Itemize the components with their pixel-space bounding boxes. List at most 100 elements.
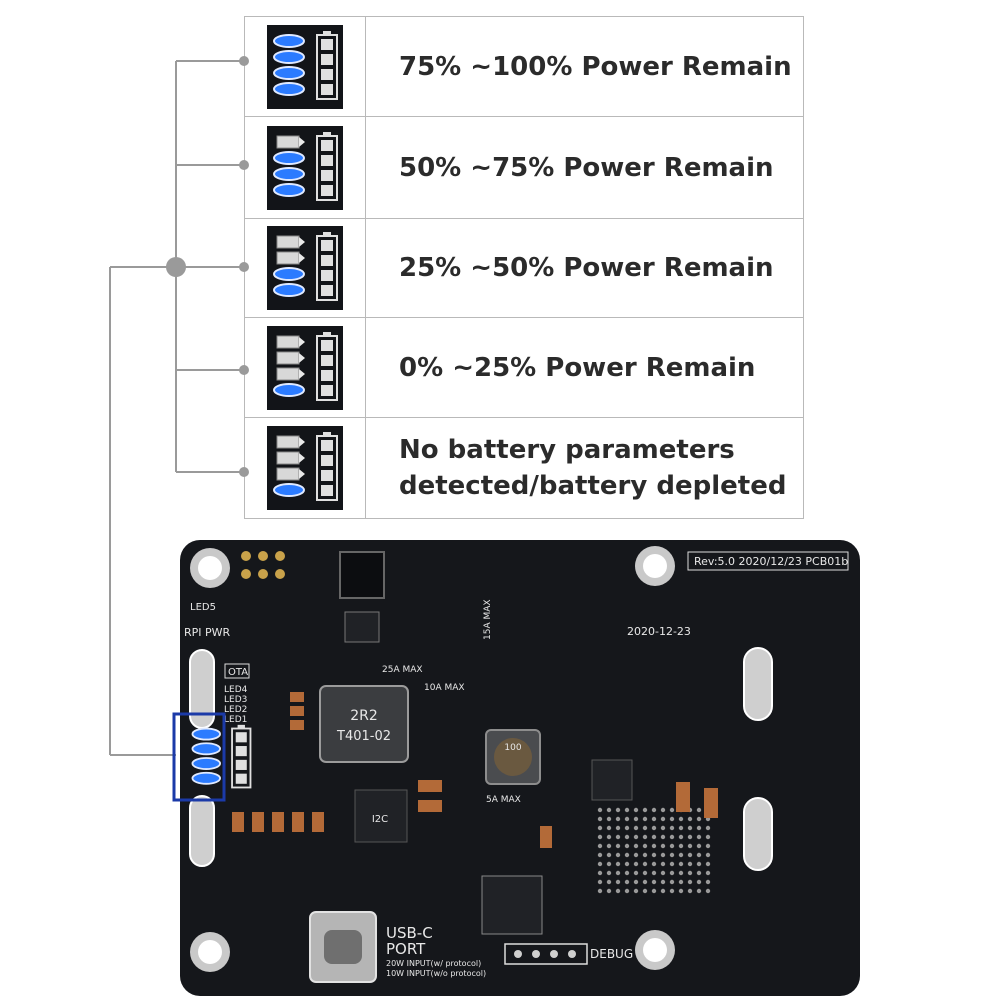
led-off-icon bbox=[276, 451, 305, 465]
gold-pad bbox=[275, 551, 285, 561]
via-dot bbox=[633, 843, 639, 849]
via-dot bbox=[633, 825, 639, 831]
via-dot bbox=[669, 852, 675, 858]
legend-thumb-cell bbox=[245, 418, 366, 518]
via-dot bbox=[651, 861, 657, 867]
via-dot bbox=[651, 852, 657, 858]
via-dot bbox=[642, 870, 648, 876]
led-off-icon bbox=[276, 251, 305, 265]
capacitor bbox=[418, 780, 442, 792]
debug-pin bbox=[568, 950, 576, 958]
via-dot bbox=[642, 852, 648, 858]
led-highlight-box bbox=[172, 712, 226, 802]
via-dot bbox=[597, 888, 603, 894]
via-dot bbox=[615, 870, 621, 876]
via-dot bbox=[696, 825, 702, 831]
led-on-icon bbox=[191, 727, 221, 741]
via-dot bbox=[642, 825, 648, 831]
via-dot bbox=[651, 825, 657, 831]
via-dot bbox=[660, 843, 666, 849]
legend-row-50-75: 50% ~75% Power Remain bbox=[244, 116, 804, 219]
connector-dot bbox=[239, 467, 249, 477]
legend-row-75-100: 75% ~100% Power Remain bbox=[244, 16, 804, 117]
port-note-no-protocol: 10W INPUT(w/o protocol) bbox=[386, 969, 486, 978]
via-dot bbox=[606, 870, 612, 876]
via-dot bbox=[678, 861, 684, 867]
slot-left-top bbox=[189, 649, 215, 729]
rpi-pwr-label: RPI PWR bbox=[184, 626, 231, 639]
led-off-icon bbox=[276, 135, 305, 148]
led-on-icon bbox=[273, 267, 305, 281]
via-dot bbox=[597, 816, 603, 822]
legend-label: No battery parameters detected/battery d… bbox=[399, 432, 793, 504]
via-dot bbox=[669, 870, 675, 876]
led-off-icon bbox=[276, 467, 305, 481]
via-dot bbox=[678, 825, 684, 831]
via-dot bbox=[651, 843, 657, 849]
led-off-icon bbox=[276, 351, 305, 364]
usb-c-opening bbox=[324, 930, 362, 964]
via-dot bbox=[651, 816, 657, 822]
usb-c-label: USB-C bbox=[386, 924, 433, 942]
via-dot bbox=[597, 879, 603, 885]
via-dot bbox=[669, 807, 675, 813]
connector-dots bbox=[166, 56, 249, 477]
led-on-icon bbox=[191, 742, 221, 756]
current-label-5a: 5A MAX bbox=[486, 795, 521, 805]
battery-level-icon bbox=[316, 331, 338, 401]
led-on-icon bbox=[273, 81, 305, 96]
led-on-icon bbox=[273, 283, 305, 297]
legend-row-0-25: 0% ~25% Power Remain bbox=[244, 317, 804, 418]
current-label-25a: 25A MAX bbox=[382, 665, 423, 675]
via-dot bbox=[651, 807, 657, 813]
via-dot bbox=[633, 807, 639, 813]
via-dot bbox=[633, 861, 639, 867]
via-dot bbox=[615, 834, 621, 840]
via-dot bbox=[633, 834, 639, 840]
legend-label-line: 0% ~25% Power Remain bbox=[399, 352, 756, 383]
mount-hole-center bbox=[198, 940, 222, 964]
via-dot bbox=[642, 816, 648, 822]
via-dot bbox=[624, 879, 630, 885]
small-inductor-mark: 100 bbox=[504, 743, 521, 753]
battery-level-icon bbox=[231, 724, 252, 789]
via-dot bbox=[660, 861, 666, 867]
via-dot bbox=[687, 825, 693, 831]
led-thumbnail-4 bbox=[267, 24, 343, 109]
debug-header bbox=[504, 943, 588, 965]
battery-level-icon bbox=[316, 432, 338, 501]
current-label-15a: 15A MAX bbox=[483, 599, 493, 640]
legend-thumb-cell bbox=[245, 219, 366, 317]
via-dot bbox=[642, 843, 648, 849]
capacitor bbox=[272, 812, 284, 832]
via-dot bbox=[624, 807, 630, 813]
via-dot bbox=[705, 834, 711, 840]
via-dot bbox=[669, 861, 675, 867]
via-dot bbox=[651, 879, 657, 885]
tssop-ic bbox=[481, 875, 543, 935]
via-dot bbox=[696, 834, 702, 840]
via-dot bbox=[705, 825, 711, 831]
battery-level-icon bbox=[316, 131, 338, 201]
capacitor bbox=[290, 706, 304, 716]
slot-right-bottom bbox=[743, 797, 773, 871]
revision-box bbox=[687, 551, 849, 571]
via-dot bbox=[597, 861, 603, 867]
pcb-board: 2R2 T401-02 100 I2C USB-C PORT 20W INPUT… bbox=[172, 540, 860, 996]
via-dot bbox=[597, 843, 603, 849]
mcu-ic bbox=[591, 759, 633, 801]
legend-label-line: 75% ~100% Power Remain bbox=[399, 51, 792, 82]
via-dot bbox=[660, 825, 666, 831]
capacitors bbox=[232, 692, 718, 848]
slot-left-bottom bbox=[189, 795, 215, 867]
led-label-2: LED2 bbox=[224, 705, 247, 715]
inductor-mark-bottom: T401-02 bbox=[336, 729, 391, 744]
battery-level-icon bbox=[316, 30, 338, 100]
via-dot bbox=[606, 888, 612, 894]
led-thumbnail-1 bbox=[267, 325, 343, 410]
led-off-icon bbox=[276, 335, 305, 348]
via-dot bbox=[687, 870, 693, 876]
inductor-mark-top: 2R2 bbox=[350, 708, 378, 724]
led-on-icon bbox=[191, 771, 221, 785]
